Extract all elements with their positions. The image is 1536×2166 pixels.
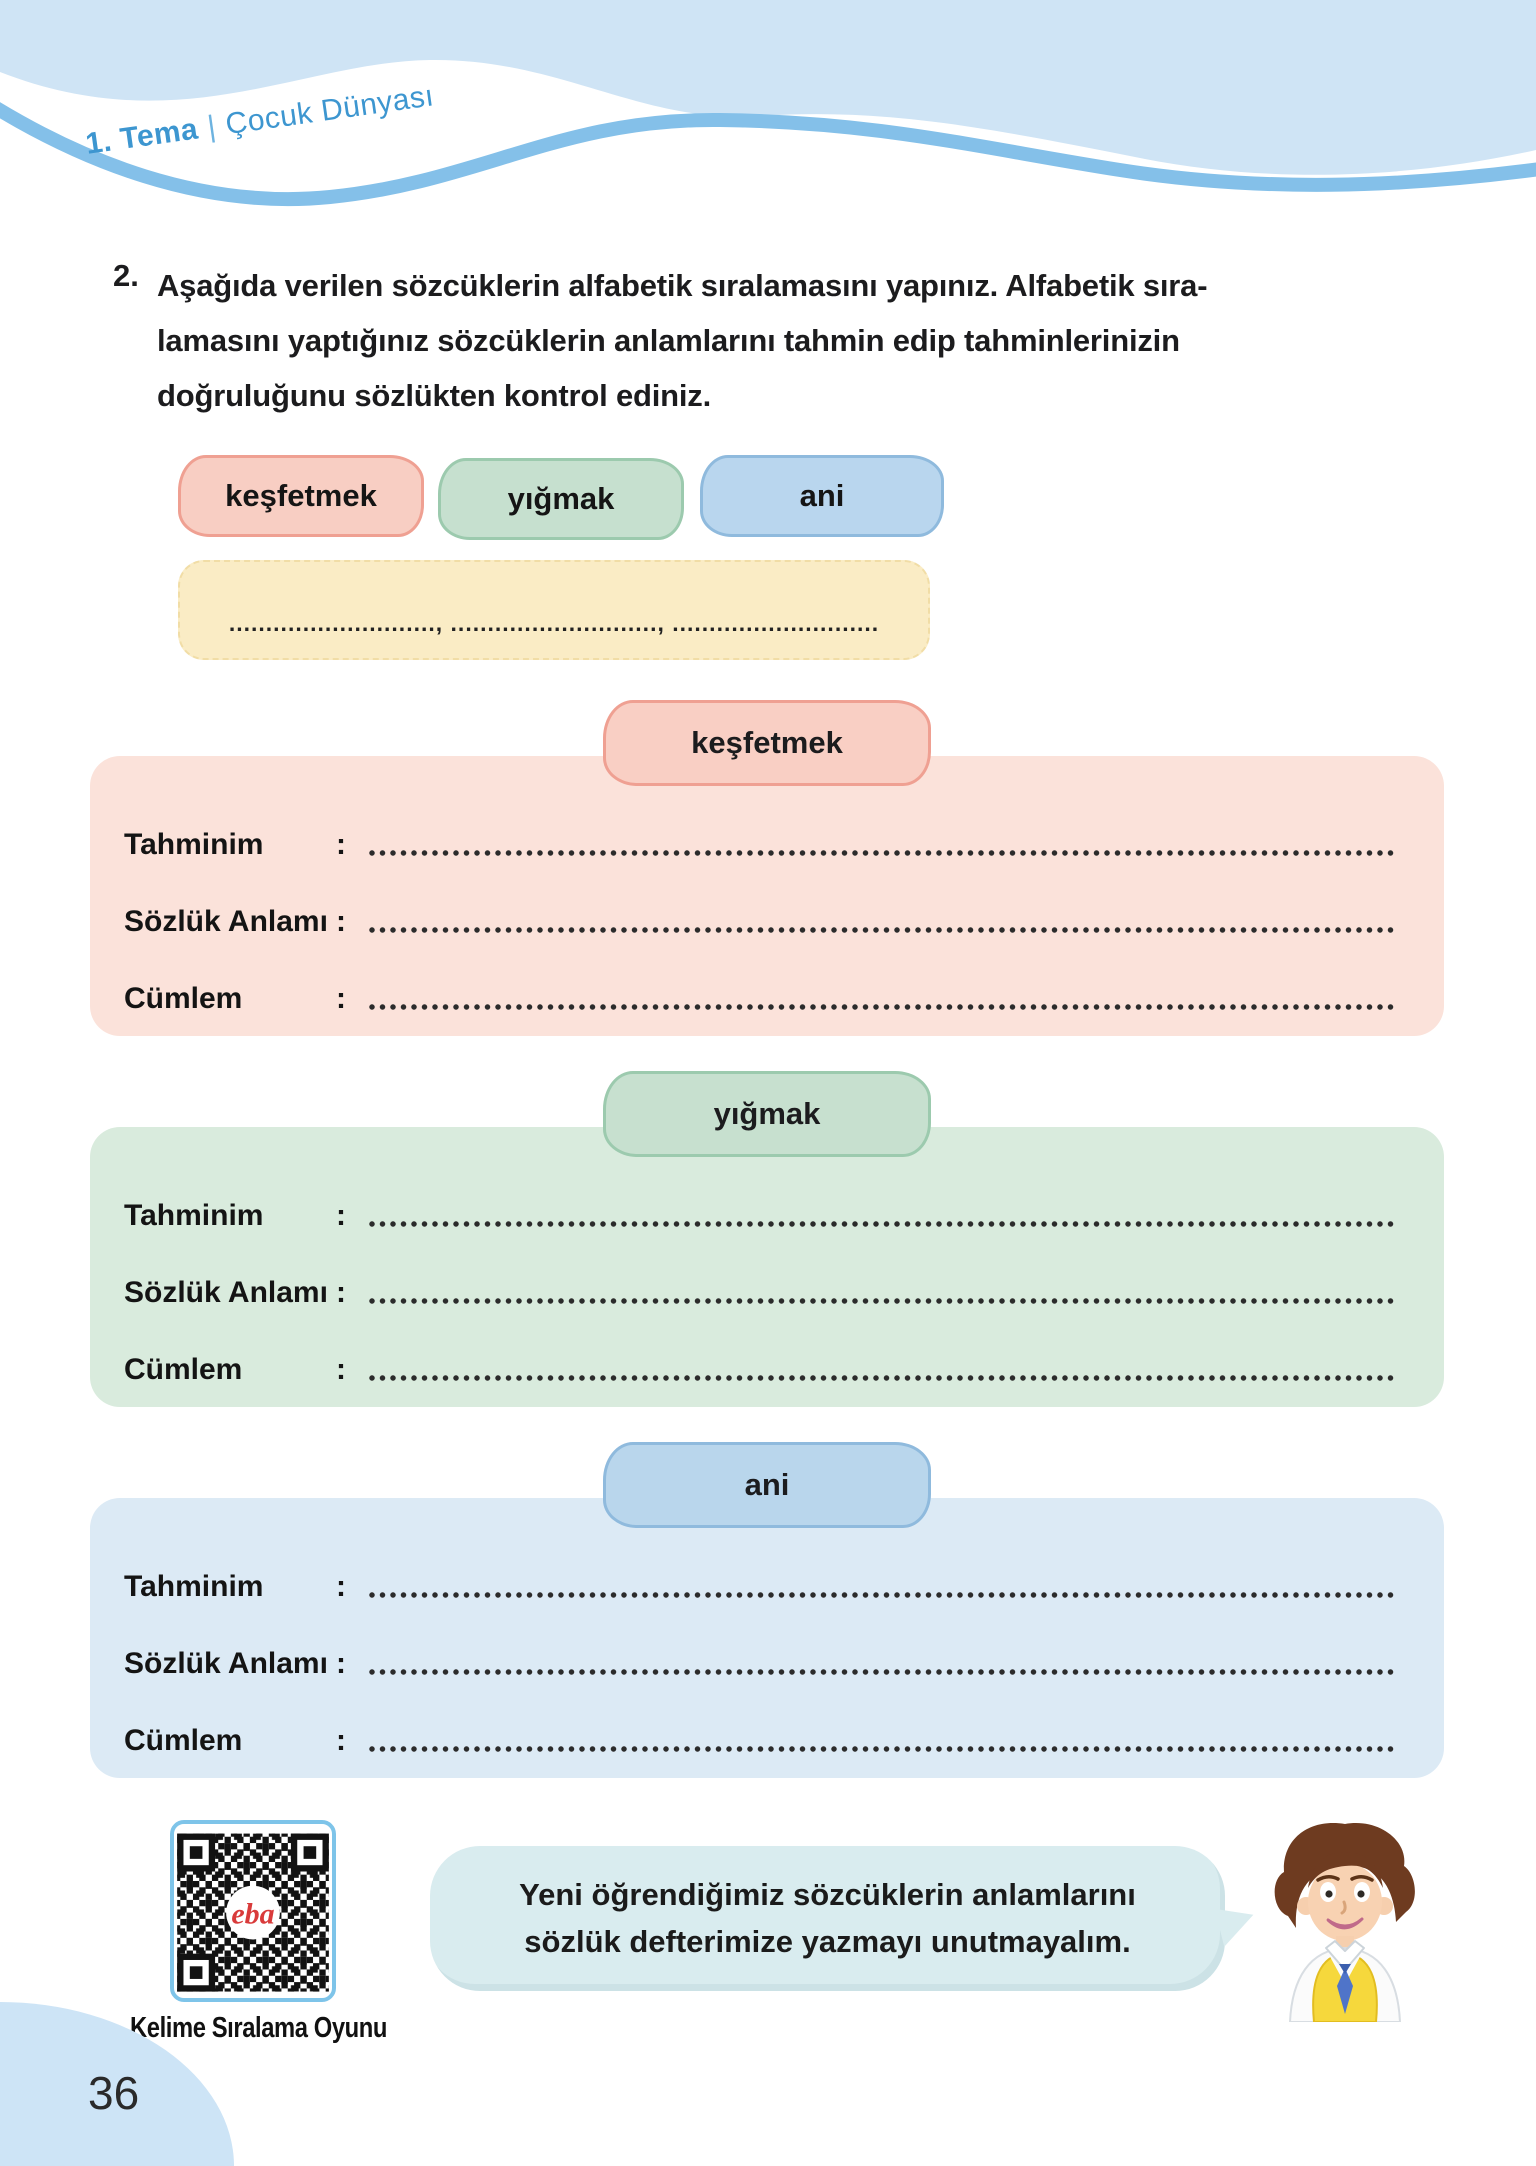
write-in-dotted-line: [368, 848, 1394, 859]
write-in-dotted-line: [368, 1667, 1394, 1678]
speech-line-1: Yeni öğrendiğimiz sözcüklerin anlamların…: [519, 1877, 1136, 1912]
write-in-dotted-line: [368, 1219, 1394, 1230]
field-colon: :: [336, 1646, 346, 1680]
word-chip-label: keşfetmek: [225, 478, 377, 513]
instruction-line-3: doğruluğunu sözlükten kontrol ediniz.: [157, 378, 712, 413]
field-colon: :: [336, 1198, 346, 1232]
section-panel: Tahminim : Sözlük Anlamı : Cümlem :: [90, 1498, 1444, 1778]
word-section-kesfetmek: keşfetmek Tahminim : Sözlük Anlamı : Cüm…: [90, 700, 1444, 1036]
field-colon: :: [336, 1569, 346, 1603]
page-number: 36: [88, 2067, 140, 2119]
qr-block: eba Kelime Sıralama Oyunu: [103, 1820, 403, 2045]
instruction-line-2: lamasını yaptığınız sözcüklerin anlamlar…: [157, 323, 1180, 358]
field-colon: :: [336, 904, 346, 938]
field-row-cumlem: Cümlem :: [124, 1331, 1398, 1408]
field-colon: :: [336, 1275, 346, 1309]
field-row-cumlem: Cümlem :: [124, 960, 1398, 1037]
wave-graphic: [0, 0, 1536, 207]
boy-character-illustration: [1256, 1818, 1434, 2023]
field-row-tahminim: Tahminim :: [124, 1548, 1398, 1625]
section-word-chip: keşfetmek: [603, 700, 931, 786]
eba-logo: eba: [231, 1898, 274, 1931]
field-label: Tahminim: [124, 827, 264, 861]
write-in-dotted-line: [368, 1002, 1394, 1013]
section-word-label: keşfetmek: [691, 725, 843, 760]
field-row-sozluk-anlami: Sözlük Anlamı :: [124, 1625, 1398, 1702]
field-row-tahminim: Tahminim :: [124, 1177, 1398, 1254]
header-wave-decoration: 1. Tema|Çocuk Dünyası: [0, 0, 1536, 250]
exercise-number: 2.: [113, 258, 139, 293]
qr-caption: Kelime Sıralama Oyunu: [130, 2012, 388, 2044]
write-in-dotted-line: [368, 1744, 1394, 1755]
qr-code: eba: [170, 1820, 336, 2002]
section-word-chip: ani: [603, 1442, 931, 1528]
section-panel: Tahminim : Sözlük Anlamı : Cümlem :: [90, 756, 1444, 1036]
qr-finder-patterns: [177, 1833, 329, 1992]
field-label: Tahminim: [124, 1198, 264, 1232]
qr-pattern: eba: [177, 1833, 329, 1992]
word-chip-kesfetmek: keşfetmek: [178, 455, 424, 537]
write-in-dotted-line: [368, 1590, 1394, 1601]
write-in-dotted-line: [368, 1373, 1394, 1384]
section-word-chip: yığmak: [603, 1071, 931, 1157]
theme-separator: |: [205, 109, 219, 144]
field-row-cumlem: Cümlem :: [124, 1702, 1398, 1779]
word-chip-yigmak: yığmak: [438, 458, 684, 540]
section-panel: Tahminim : Sözlük Anlamı : Cümlem :: [90, 1127, 1444, 1407]
field-label: Sözlük Anlamı: [124, 1646, 328, 1680]
field-row-tahminim: Tahminim :: [124, 806, 1398, 883]
speech-line-2: sözlük defterimize yazmayı unutmayalım.: [524, 1924, 1131, 1959]
instruction-line-1: Aşağıda verilen sözcüklerin alfabetik sı…: [157, 268, 1208, 303]
word-section-yigmak: yığmak Tahminim : Sözlük Anlamı : Cümlem…: [90, 1071, 1444, 1407]
field-label: Cümlem: [124, 1352, 243, 1386]
field-colon: :: [336, 827, 346, 861]
section-word-label: ani: [744, 1467, 790, 1502]
field-label: Sözlük Anlamı: [124, 904, 328, 938]
write-in-dotted-line: [368, 925, 1394, 936]
field-label: Tahminim: [124, 1569, 264, 1603]
field-colon: :: [336, 1352, 346, 1386]
exercise-instruction: 2. Aşağıda verilen sözcüklerin alfabetik…: [113, 258, 1473, 423]
field-label: Cümlem: [124, 981, 243, 1015]
speech-bubble: Yeni öğrendiğimiz sözcüklerin anlamların…: [430, 1846, 1260, 1991]
word-chip-label: ani: [799, 478, 845, 513]
field-colon: :: [336, 981, 346, 1015]
word-section-ani: ani Tahminim : Sözlük Anlamı : Cümlem :: [90, 1442, 1444, 1778]
word-chip-label: yığmak: [507, 481, 615, 516]
boy-graphic: [1274, 1823, 1415, 2023]
section-word-label: yığmak: [713, 1096, 821, 1131]
field-row-sozluk-anlami: Sözlük Anlamı :: [124, 883, 1398, 960]
write-in-dotted-line: [368, 1296, 1394, 1307]
field-label: Sözlük Anlamı: [124, 1275, 328, 1309]
word-chip-ani: ani: [700, 455, 944, 537]
field-label: Cümlem: [124, 1723, 243, 1757]
field-colon: :: [336, 1723, 346, 1757]
qr-logo-patch: [226, 1885, 280, 1940]
answer-dotted-line: ............................, ..........…: [228, 609, 880, 636]
alphabetical-order-answer-box: ............................, ..........…: [178, 560, 930, 660]
field-row-sozluk-anlami: Sözlük Anlamı :: [124, 1254, 1398, 1331]
